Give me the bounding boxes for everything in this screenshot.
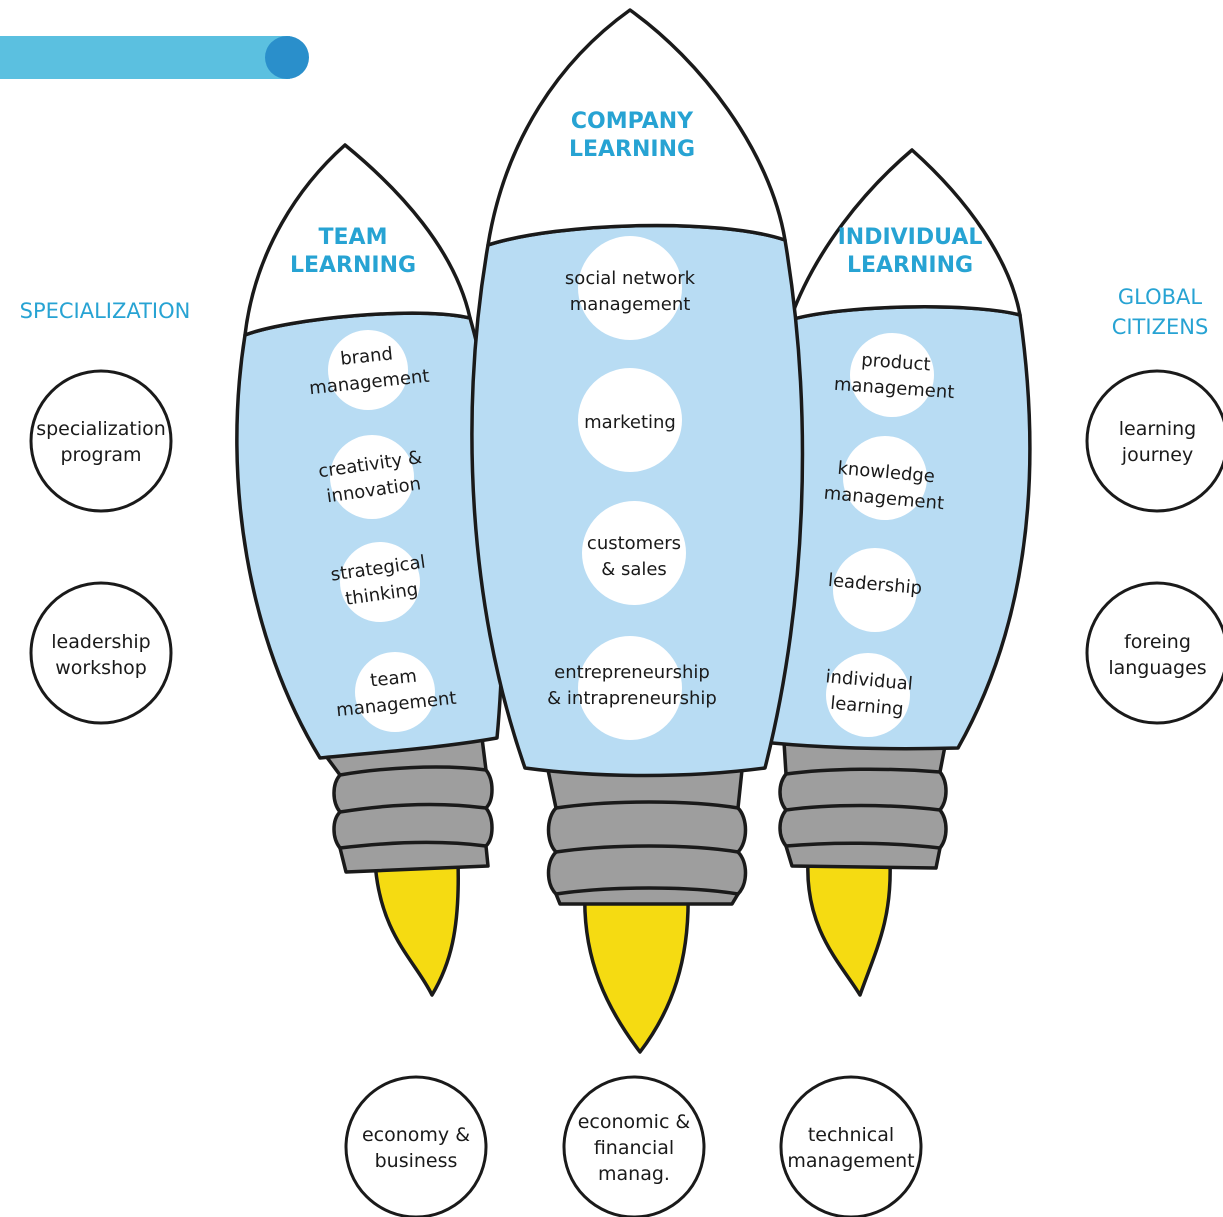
company-item-circle — [578, 236, 682, 340]
company-item: entrepreneurship& intrapreneurship — [547, 662, 717, 709]
bottom-item: economy &business — [361, 1124, 471, 1172]
specialization-circle — [29, 581, 173, 725]
company-rocket-engine — [546, 768, 748, 906]
header-accent-dot — [265, 36, 309, 79]
specialization-circle — [29, 369, 173, 513]
specialization-title: SPECIALIZATION — [19, 299, 191, 323]
team-item-circle — [330, 435, 414, 519]
company-item-circle — [578, 636, 682, 740]
global-circle — [1085, 369, 1223, 513]
team-rocket — [235, 143, 505, 997]
company-rocket — [470, 8, 805, 1054]
company-item: marketing — [584, 412, 676, 433]
team-item-circle — [340, 542, 420, 622]
company-item-circle — [578, 368, 682, 472]
individual-item-circle — [843, 436, 927, 520]
bottom-circle — [344, 1075, 488, 1217]
company-rocket-flame — [583, 888, 690, 1054]
individual-item-circle — [850, 333, 934, 417]
company-rocket-nose — [486, 8, 787, 247]
header-accent-bar — [0, 36, 290, 79]
individual-rocket-ring — [784, 767, 942, 776]
bottom-circle — [779, 1075, 923, 1217]
individual-rocket-nose — [788, 148, 1022, 322]
team-item-circle — [328, 330, 408, 410]
team-item-circle — [355, 652, 435, 732]
individual-item-circle — [826, 653, 910, 737]
company-item-circle — [582, 501, 686, 605]
company-item: customers& sales — [586, 533, 682, 580]
global-circle — [1085, 581, 1223, 725]
company-rocket-ring — [554, 800, 740, 810]
individual-item-circle — [833, 548, 917, 632]
individual-rocket-ring — [784, 841, 942, 850]
company-rocket-ring — [554, 844, 740, 854]
team-rocket-ring — [338, 765, 488, 777]
team-rocket-ring — [338, 802, 488, 814]
individual-rocket-ring — [784, 803, 942, 812]
team-rocket-nose — [243, 143, 472, 337]
individual-rocket — [760, 148, 1032, 997]
individual-rocket-flame — [806, 860, 892, 997]
team-rocket-flame — [373, 860, 461, 997]
bottom-circle — [562, 1075, 706, 1217]
company-rocket-ring — [554, 886, 740, 896]
team-rocket-ring — [338, 840, 488, 850]
